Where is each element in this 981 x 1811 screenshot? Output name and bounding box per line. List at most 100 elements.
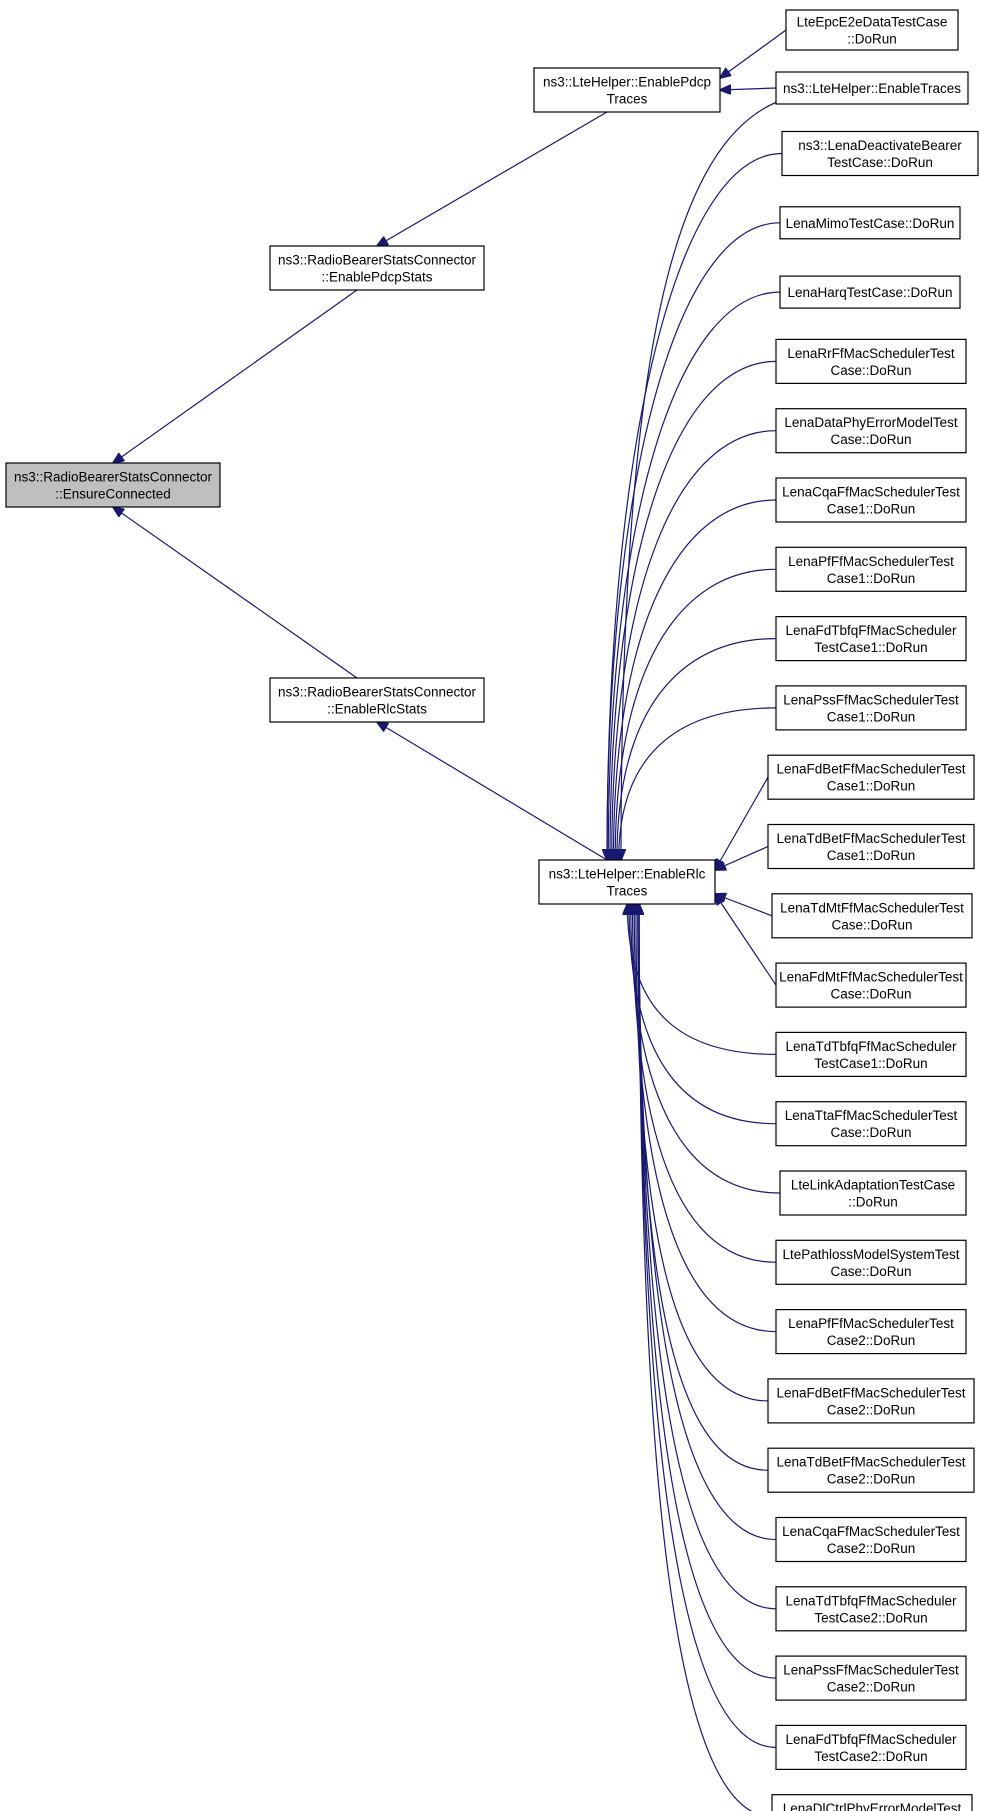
node-box [775,615,967,662]
edge-fdbet1-to-rlctraces [715,776,769,870]
edge-tdbet2-to-rlctraces [638,904,769,1471]
edge-pf2-to-rlctraces [634,904,777,1333]
edge-mimo-to-rlctraces [607,222,781,860]
node-ensure[interactable]: ns3::RadioBearerStatsConnector::EnsureCo… [5,462,221,508]
edge-fdmt-to-rlctraces [715,894,777,986]
node-label: LenaFdTbfqFfMacScheduler [785,1732,957,1747]
node-label: TestCase2::DoRun [814,1749,927,1764]
node-label: LenaMimoTestCase::DoRun [786,216,955,231]
node-label: Case2::DoRun [827,1680,916,1695]
node-label: LenaFdBetFfMacSchedulerTest [776,1385,965,1400]
node-box [785,9,959,51]
node-label: ns3::RadioBearerStatsConnector [14,470,213,485]
node-box [775,1724,967,1771]
node-box [775,1308,967,1355]
node-box [533,67,721,113]
edge-rlctraces-to-rlcstats [377,722,608,861]
node-box [775,546,967,592]
node-box [775,1239,967,1285]
node-label: Traces [607,92,648,107]
node-label: LenaTdMtFfMacSchedulerTest [780,900,964,915]
node-box [775,1655,967,1701]
edge-epc-to-pdcptraces [720,29,787,78]
node-box [269,245,485,291]
node-label: LenaCqaFfMacSchedulerTest [782,485,960,500]
node-label: LenaTdTbfqFfMacScheduler [785,1593,957,1608]
node-box [771,1794,973,1811]
edge-enabletraces-to-pdcptraces [720,88,777,90]
edge-pss1-to-rlctraces [619,707,777,860]
node-label: Case2::DoRun [827,1541,916,1556]
node-label: LenaPssFfMacSchedulerTest [783,692,959,707]
edge-fdbet2-to-rlctraces [636,904,769,1402]
node-label: ::DoRun [847,32,897,47]
node-label: LenaRrFfMacSchedulerTest [787,346,955,361]
node-dlctrl[interactable]: LenaDlCtrlPhyErrorModelTestCase::DoRun [771,1794,973,1811]
node-label: LenaTtaFfMacSchedulerTest [785,1108,958,1123]
edge-cqa2-to-rlctraces [639,904,777,1541]
node-label: LenaTdBetFfMacSchedulerTest [776,1455,965,1470]
node-box [269,677,485,723]
node-box [775,1101,967,1147]
edge-harq-to-rlctraces [608,291,781,860]
node-label: Case::DoRun [830,432,911,447]
node-label: ::EnsureConnected [55,487,171,502]
edge-fdtbfq1-to-rlctraces [617,638,777,860]
node-label: TestCase2::DoRun [814,1610,927,1625]
node-harq[interactable]: LenaHarqTestCase::DoRun [779,275,961,309]
edge-tdtbfq1-to-rlctraces [627,904,777,1055]
node-label: LenaHarqTestCase::DoRun [787,285,952,300]
node-label: Case1::DoRun [827,848,916,863]
node-label: TestCase1::DoRun [814,640,927,655]
node-label: LenaPfFfMacSchedulerTest [788,554,954,569]
node-label: Case2::DoRun [827,1333,916,1348]
edge-cqa1-to-rlctraces [613,499,777,860]
edge-pathloss-to-rlctraces [633,904,777,1263]
node-label: LenaDlCtrlPhyErrorModelTest [783,1801,962,1811]
node-pdcpstats[interactable]: ns3::RadioBearerStatsConnector::EnablePd… [269,245,485,291]
node-box [775,962,967,1008]
node-label: ::DoRun [848,1195,898,1210]
node-label: Case2::DoRun [827,1472,916,1487]
node-box [781,130,979,177]
node-linkadapt[interactable]: LteLinkAdaptationTestCase::DoRun [779,1170,967,1216]
node-label: Case::DoRun [830,363,911,378]
node-enabletraces[interactable]: ns3::LteHelper::EnableTraces [775,71,969,105]
node-label: Case1::DoRun [827,502,916,517]
node-label: LenaPfFfMacSchedulerTest [788,1316,954,1331]
node-label: TestCase1::DoRun [814,1056,927,1071]
node-mimo[interactable]: LenaMimoTestCase::DoRun [779,206,961,240]
node-layer: ns3::RadioBearerStatsConnector::EnsureCo… [5,9,979,1811]
node-box [767,823,975,870]
node-box [538,859,716,905]
node-box [775,685,967,731]
node-epc[interactable]: LteEpcE2eDataTestCase::DoRun [785,9,959,51]
node-rlcstats[interactable]: ns3::RadioBearerStatsConnector::EnableRl… [269,677,485,723]
edge-rlcstats-to-ensure [113,507,358,679]
node-box [775,338,967,384]
